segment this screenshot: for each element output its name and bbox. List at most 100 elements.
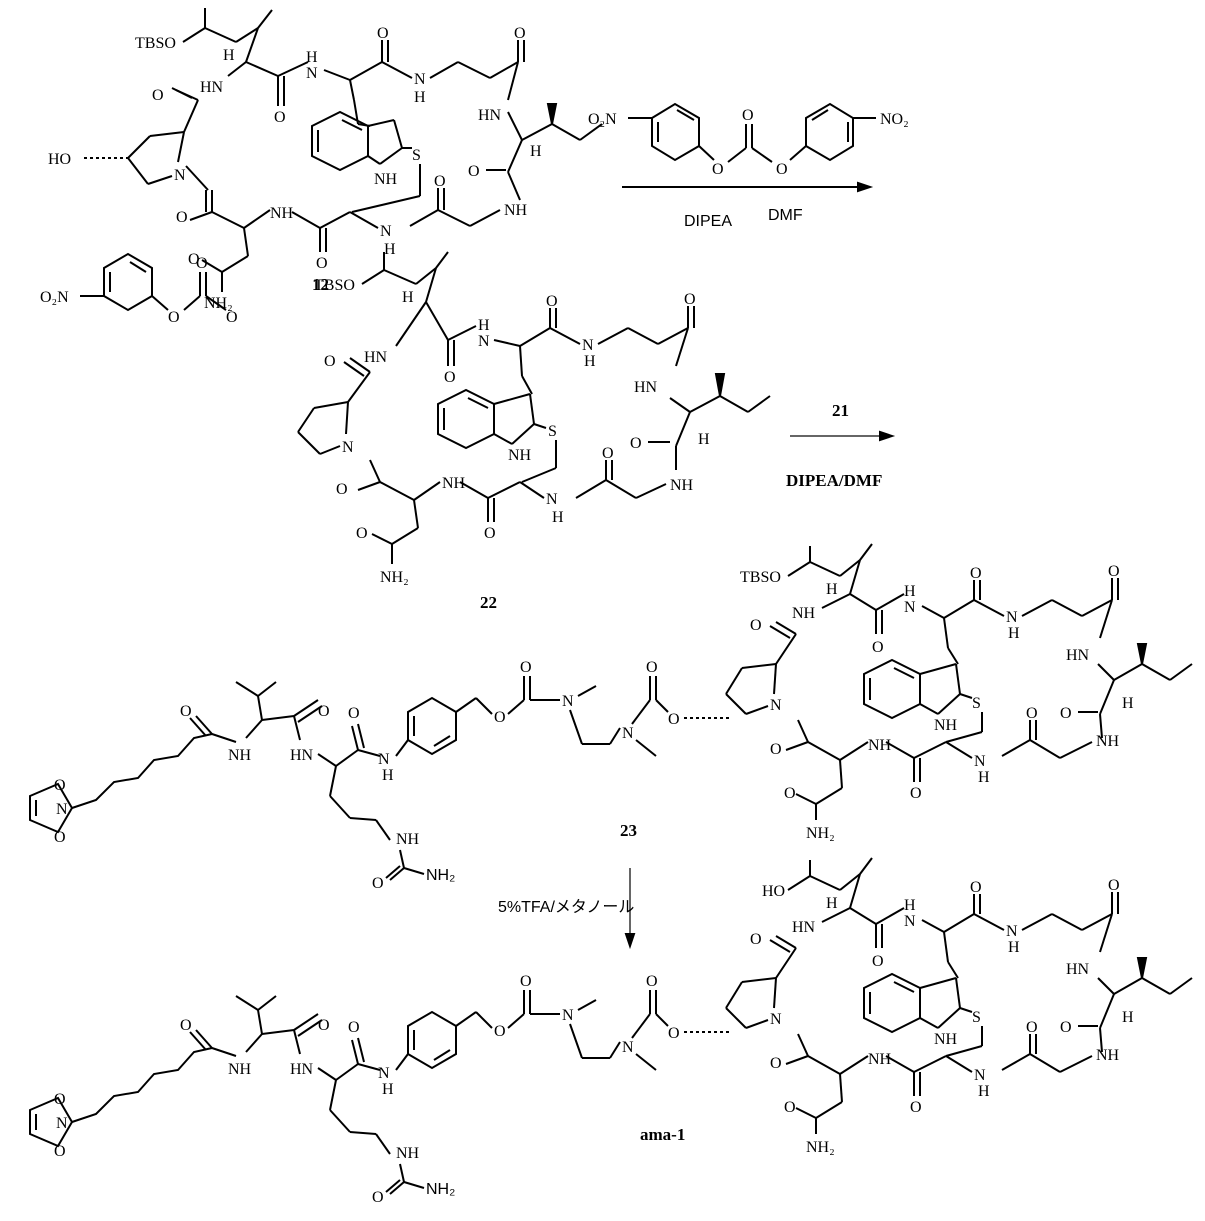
o-label-23n: O xyxy=(1060,705,1072,722)
compound-22-label: 22 xyxy=(480,593,497,612)
o-label-am-e: O xyxy=(348,1019,360,1036)
n-label-22b: N xyxy=(582,337,594,354)
o-label-22k: O xyxy=(196,255,208,272)
o-label-22h: O xyxy=(356,525,368,542)
hn-label-am-c: HN xyxy=(1066,961,1090,978)
o-label-12i: O xyxy=(152,87,164,104)
nh-label-23d: NH xyxy=(1096,733,1120,750)
h-label-am-f: H xyxy=(978,1083,990,1100)
o-label-22i: O xyxy=(324,353,336,370)
reaction-arrow-1 xyxy=(622,183,870,191)
o-label-23p: O xyxy=(910,785,922,802)
h-label-am-a: H xyxy=(382,1081,394,1098)
o2n-label-22: O₂N xyxy=(40,289,69,306)
nh2-label-am-b: NH₂ xyxy=(806,1139,835,1156)
hn-label-12a: HN xyxy=(200,79,224,96)
nh-label-23c: NH xyxy=(792,605,816,622)
nh-label-23b: NH xyxy=(396,831,420,848)
compound-ama-1-label: ama-1 xyxy=(640,1125,685,1144)
n-label-23c: N xyxy=(562,693,574,710)
o-label-am-p: O xyxy=(910,1099,922,1116)
nh-label-12c: NH xyxy=(374,171,398,188)
o-label-am-q: O xyxy=(770,1055,782,1072)
reaction-arrow-2 xyxy=(790,432,892,440)
reagent-dmf: DMF xyxy=(768,207,803,224)
n-label-12a: N xyxy=(306,65,318,82)
n-label-23d: N xyxy=(622,725,634,742)
tbso-label-22: TBSO xyxy=(314,277,355,294)
h-label-am-b: H xyxy=(826,895,838,912)
o-label-23s: O xyxy=(750,617,762,634)
nh-label-am-c: NH xyxy=(1096,1047,1120,1064)
h-label-23f: H xyxy=(978,769,990,786)
o-label-12b: O xyxy=(377,25,389,42)
o-label-12c: O xyxy=(514,25,526,42)
ama-1-macrocycle: HO H HN O N H O N H O HN xyxy=(726,858,1192,1156)
compound-22-structure: TBSO H HN O N H O N H O HN xyxy=(298,252,770,586)
o-label-22f: O xyxy=(484,525,496,542)
hn-label-am-b: HN xyxy=(792,919,816,936)
h-label-22d: H xyxy=(698,431,710,448)
n-label-23g: N xyxy=(974,753,986,770)
o-label-23d: O xyxy=(318,703,330,720)
o-label-22b: O xyxy=(546,293,558,310)
o-label-22d: O xyxy=(630,435,642,452)
o-label-23a: O xyxy=(54,777,66,794)
o-label-22a: O xyxy=(444,369,456,386)
o-label-am-h: O xyxy=(520,973,532,990)
hn-label-12b: HN xyxy=(478,107,502,124)
nh-label-am-d: NH xyxy=(868,1051,892,1068)
compound-23-linker: O O N O NH O HN O N H NH O xyxy=(30,659,730,892)
o-label-12f: O xyxy=(316,255,328,272)
n-label-23f: N xyxy=(1006,609,1018,626)
o-label-r1: O xyxy=(712,161,724,178)
n-label-am-c: N xyxy=(562,1007,574,1024)
n-label-am-a: N xyxy=(56,1115,68,1132)
o-label-22j: O xyxy=(168,309,180,326)
o-label-22l: O xyxy=(226,309,238,326)
compound-12-structure: TBSO H HN O N H O N H O HN xyxy=(48,8,602,312)
nh2-label-23b: NH₂ xyxy=(806,825,835,842)
o-label-23r: O xyxy=(784,785,796,802)
n-label-am-h: N xyxy=(770,1011,782,1028)
o-label-23o: O xyxy=(1026,705,1038,722)
o-label-23f: O xyxy=(372,875,384,892)
o-label-22c: O xyxy=(684,291,696,308)
o-label-am-k: O xyxy=(872,953,884,970)
o-label-am-m: O xyxy=(1108,877,1120,894)
o-label-12g: O xyxy=(176,209,188,226)
o-label-am-s: O xyxy=(750,931,762,948)
hn-label-23b: HN xyxy=(1066,647,1090,664)
h-label-am-d: H xyxy=(1008,939,1020,956)
nh-label-22a: NH xyxy=(670,477,694,494)
ho-label-am: HO xyxy=(762,883,785,900)
o2n-label-r1: O₂N xyxy=(588,111,617,128)
o-label-r3: O xyxy=(776,161,788,178)
o-label-23g: O xyxy=(494,709,506,726)
n-label-am-e: N xyxy=(904,913,916,930)
nh-label-22b: NH xyxy=(442,475,466,492)
nh-label-23e: NH xyxy=(868,737,892,754)
h-label-12c: H xyxy=(414,89,426,106)
h-label-12d: H xyxy=(530,143,542,160)
h-label-am-e: H xyxy=(1122,1009,1134,1026)
h-label-22c: H xyxy=(584,353,596,370)
nh-label-23f: NH xyxy=(934,717,958,734)
o-label-23m: O xyxy=(1108,563,1120,580)
o-label-am-b: O xyxy=(54,1143,66,1160)
nh2-label-22: NH₂ xyxy=(380,569,409,586)
reagent-dipea: DIPEA xyxy=(684,213,732,230)
o-label-23e: O xyxy=(348,705,360,722)
tbso-label-23: TBSO xyxy=(740,569,781,586)
no2-label-r1: NO₂ xyxy=(880,111,909,128)
hn-label-23a: HN xyxy=(290,747,314,764)
n-label-am-g: N xyxy=(974,1067,986,1084)
h-label-22b: H xyxy=(478,317,490,334)
o-label-am-a: O xyxy=(54,1091,66,1108)
n-label-23b: N xyxy=(378,751,390,768)
nh-label-am-e: NH xyxy=(934,1031,958,1048)
nh-label-am-a: NH xyxy=(228,1061,252,1078)
o-label-23b: O xyxy=(54,829,66,846)
o-label-23k: O xyxy=(872,639,884,656)
